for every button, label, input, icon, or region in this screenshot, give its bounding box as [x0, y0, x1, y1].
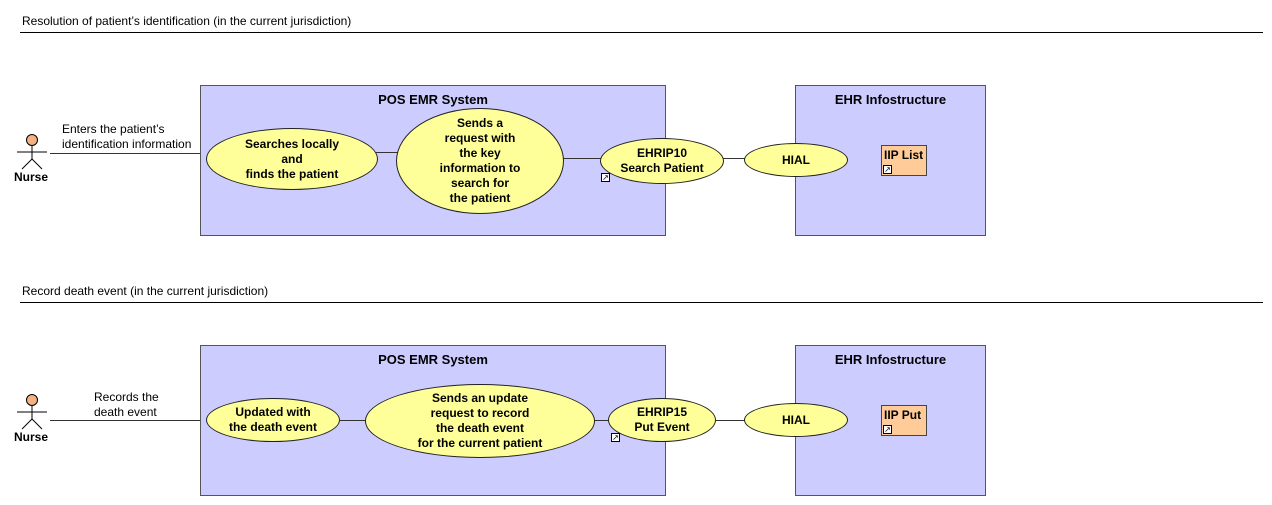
- connector-line: [592, 420, 614, 421]
- connector-line: [562, 158, 602, 159]
- use-case-label: HIAL: [782, 412, 810, 427]
- section-divider: [20, 32, 1263, 33]
- use-case-label: HIAL: [782, 152, 810, 167]
- use-case-hial[interactable]: HIAL: [744, 403, 848, 437]
- use-case-label: Sends a request with the key information…: [439, 116, 521, 205]
- section-divider: [20, 302, 1263, 303]
- actor-name: Nurse: [14, 430, 49, 444]
- system-box-title: POS EMR System: [378, 92, 488, 107]
- system-box-title: EHR Infostructure: [834, 92, 947, 107]
- connector-line: [714, 420, 746, 421]
- shortcut-arrow-icon: ↗: [883, 425, 892, 434]
- actor-association-label: Records the death event: [94, 390, 159, 419]
- association-line: [50, 420, 210, 421]
- use-case-label: Searches locally and finds the patient: [244, 136, 340, 181]
- actor-name: Nurse: [14, 170, 49, 184]
- nurse-actor-icon: [17, 134, 47, 170]
- system-box-title: POS EMR System: [378, 352, 488, 367]
- connector-line: [722, 158, 746, 159]
- association-line: [50, 153, 210, 154]
- use-case-interaction[interactable]: EHRIP15 Put Event: [608, 398, 716, 442]
- section-title: Resolution of patient’s identification (…: [22, 14, 352, 28]
- use-case-local[interactable]: Updated with the death event: [206, 398, 340, 442]
- use-case-request[interactable]: Sends an update request to record the de…: [365, 384, 595, 458]
- use-case-request[interactable]: Sends a request with the key information…: [396, 108, 564, 214]
- use-case-label: EHRIP15 Put Event: [634, 405, 690, 434]
- system-box-title: EHR Infostructure: [834, 352, 947, 367]
- connector-line: [376, 152, 398, 153]
- interface-label: IIP List: [884, 148, 924, 162]
- actor-association-label: Enters the patient’s identification info…: [62, 122, 192, 151]
- use-case-label: EHRIP10 Search Patient: [620, 146, 704, 175]
- shortcut-arrow-icon: ↗: [883, 165, 892, 174]
- use-case-label: Updated with the death event: [228, 405, 318, 434]
- shortcut-arrow-icon: ↗: [611, 433, 620, 442]
- section-title: Record death event (in the current juris…: [22, 284, 269, 298]
- connector-line: [340, 420, 368, 421]
- use-case-local[interactable]: Searches locally and finds the patient: [206, 128, 378, 190]
- use-case-label: Sends an update request to record the de…: [417, 391, 543, 450]
- shortcut-arrow-icon: ↗: [601, 173, 610, 182]
- use-case-interaction[interactable]: EHRIP10 Search Patient: [600, 138, 724, 184]
- use-case-hial[interactable]: HIAL: [744, 143, 848, 177]
- interface-label: IIP Put: [884, 408, 922, 422]
- nurse-actor-icon: [17, 394, 47, 430]
